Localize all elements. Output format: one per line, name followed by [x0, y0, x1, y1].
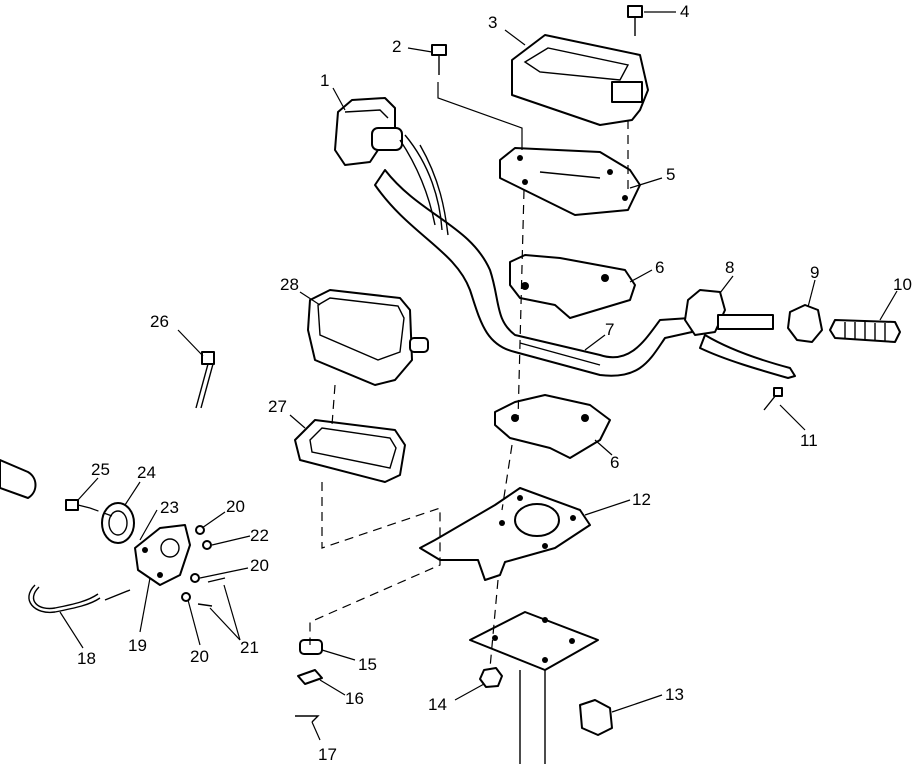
callout-18: 18 — [77, 649, 96, 668]
upper-clamp-6a — [509, 254, 636, 319]
bolt-4 — [627, 5, 643, 36]
callout-25: 25 — [91, 460, 110, 479]
mounting-bracket — [419, 487, 591, 581]
callout-4: 4 — [680, 2, 689, 21]
callout-23: 23 — [160, 498, 179, 517]
callout-20b: 20 — [250, 556, 269, 575]
bolt-2 — [431, 44, 447, 75]
speedometer-gasket — [294, 419, 406, 483]
alignment-lines — [89, 82, 629, 669]
cable-26 — [195, 351, 215, 409]
ring-24 — [101, 502, 135, 544]
spring-17 — [295, 715, 320, 723]
wire-18 — [28, 584, 101, 614]
washer-15 — [299, 639, 323, 655]
callout-2: 2 — [392, 37, 401, 56]
callout-10: 10 — [893, 275, 912, 294]
brake-master-cylinder — [334, 97, 449, 236]
clip-16 — [297, 669, 323, 685]
callout-24: 24 — [137, 463, 156, 482]
switch-plate-19 — [134, 524, 191, 586]
lower-clamp-6b — [494, 394, 611, 459]
screw-25 — [65, 499, 91, 511]
callout-21: 21 — [240, 638, 259, 657]
screws-21 — [197, 577, 226, 607]
washer-20b — [190, 573, 200, 583]
screw-11 — [763, 387, 783, 411]
pin-19 — [104, 589, 131, 601]
callout-15: 15 — [358, 655, 377, 674]
callout-11: 11 — [800, 431, 818, 450]
leader-lines — [59, 11, 898, 741]
switch-body — [0, 459, 37, 499]
callout-6a: 6 — [655, 258, 664, 277]
callout-14: 14 — [428, 695, 447, 714]
callout-28: 28 — [280, 275, 299, 294]
callout-20a: 20 — [226, 497, 245, 516]
nut-14 — [479, 667, 503, 688]
callout-7: 7 — [605, 320, 614, 339]
callout-13: 13 — [665, 685, 684, 704]
callout-6b: 6 — [610, 453, 619, 472]
callout-12: 12 — [632, 490, 651, 509]
callout-22: 22 — [250, 526, 269, 545]
clip-13 — [579, 699, 613, 736]
top-clamp-plate — [499, 147, 641, 216]
handlebar-cover — [511, 34, 649, 126]
callout-26: 26 — [150, 312, 169, 331]
washer-20c — [181, 592, 191, 602]
brake-lever-assembly — [684, 289, 796, 379]
speedometer — [307, 289, 429, 386]
handlebar — [374, 169, 693, 377]
callout-8: 8 — [725, 258, 734, 277]
handle-grip — [829, 319, 901, 343]
throttle-housing — [787, 304, 823, 343]
callout-3: 3 — [488, 13, 497, 32]
callout-17: 17 — [318, 745, 337, 764]
callout-20c: 20 — [190, 647, 209, 666]
callout-19: 19 — [128, 636, 147, 655]
callout-1: 1 — [320, 71, 329, 90]
callout-16: 16 — [345, 689, 364, 708]
washer-22 — [202, 540, 212, 550]
callouts: 1 2 3 4 5 6 6 7 8 9 10 11 12 13 14 15 16… — [77, 2, 912, 764]
callout-9: 9 — [810, 263, 819, 282]
callout-27: 27 — [268, 397, 287, 416]
callout-5: 5 — [666, 165, 675, 184]
steering-post — [469, 611, 599, 764]
